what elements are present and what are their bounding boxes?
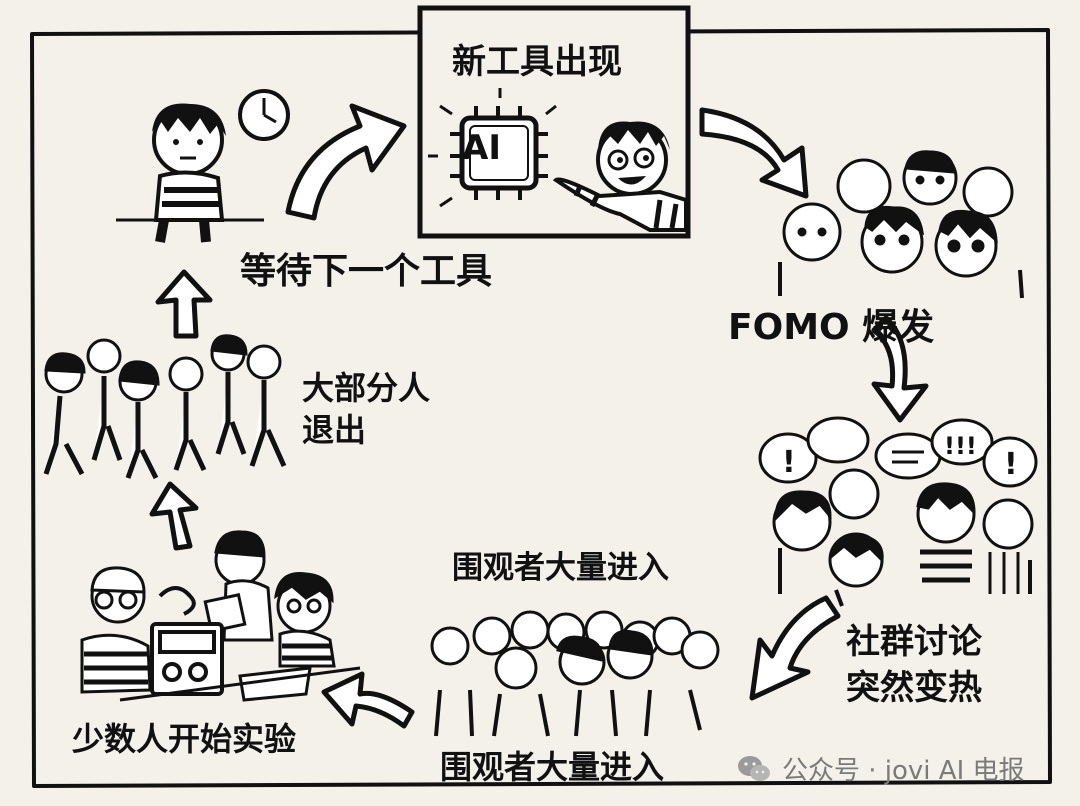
experiment-machine-icon: [119, 586, 361, 702]
step-new-tool: 新工具出现: [452, 42, 622, 82]
ai-chip-label: AI: [462, 128, 501, 168]
step-community-line-1: 社群讨论: [846, 622, 982, 662]
community-discussion-figures: [772, 468, 1034, 607]
arrow-to-wait: [155, 269, 213, 339]
ai-chip-icon: [428, 88, 557, 208]
step-community-line-2: 突然变热: [846, 667, 982, 708]
arrow-to-new-tool: [285, 103, 407, 221]
clock-icon: [238, 89, 290, 141]
anxious-crowd-figures: [778, 150, 1024, 299]
arrow-to-quit: [149, 481, 199, 551]
wechat-icon: [738, 755, 770, 781]
speech-mark-2: !!!: [944, 432, 977, 460]
step-crowd-bottom: 围观者大量进入: [440, 748, 665, 786]
arrow-to-experiment: [321, 671, 415, 729]
step-fomo: FOMO 爆发: [728, 307, 935, 348]
waiting-person-figure: [116, 103, 264, 243]
arrow-to-community: [871, 315, 929, 423]
arrow-to-crowd: [749, 595, 841, 701]
step-wait: 等待下一个工具: [240, 251, 493, 292]
step-quit-line-2: 退出: [302, 410, 367, 449]
speech-bubbles: [758, 416, 1038, 488]
arrow-to-fomo: [699, 107, 809, 199]
speech-mark-3: !: [1004, 447, 1018, 482]
step-quit: 大部分人 退出: [302, 368, 430, 451]
watermark: 公众号 · jovi AI 电报: [736, 750, 1025, 787]
outer-frame: [30, 28, 1052, 788]
speech-mark-1: !: [782, 445, 796, 480]
onlooker-crowd-figures: [430, 610, 720, 737]
step-community: 社群讨论 突然变热: [846, 620, 982, 712]
excited-person-figure: [552, 121, 688, 232]
step-quit-line-1: 大部分人: [302, 369, 431, 407]
step-crowd-top: 围观者大量进入: [452, 550, 669, 586]
departing-people-figures: [43, 334, 287, 480]
step-experiment: 少数人开始实验: [72, 720, 297, 758]
watermark-text: 公众号 · jovi AI 电报: [782, 756, 1025, 786]
